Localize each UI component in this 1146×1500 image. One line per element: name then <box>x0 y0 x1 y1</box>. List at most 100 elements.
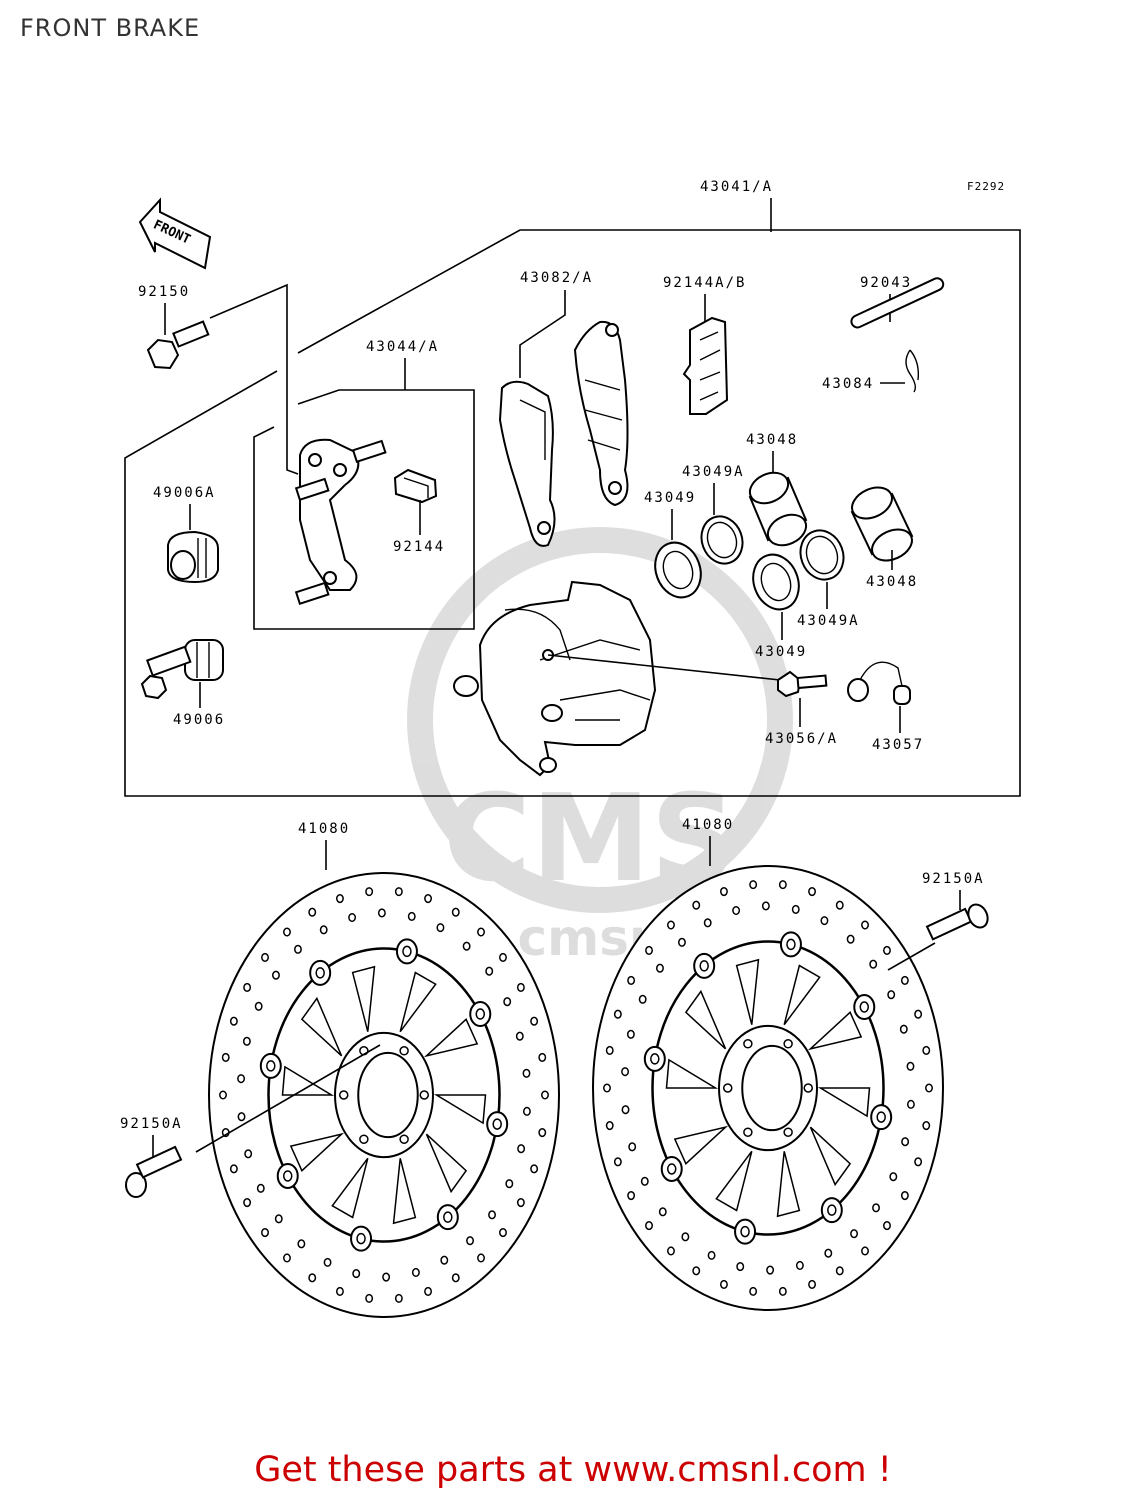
disc-hole <box>861 920 869 930</box>
disc-hub-bolt-hole <box>359 1134 369 1144</box>
seal-43049-bottom <box>752 553 800 611</box>
disc-hub-bolt-hole <box>743 1039 753 1049</box>
disc-hole <box>808 1279 817 1289</box>
r-clip-43084 <box>905 349 920 393</box>
disc-hole <box>261 952 269 962</box>
disc-hole <box>824 1248 833 1258</box>
disc-hole <box>791 904 800 914</box>
disc-hole <box>451 1273 460 1283</box>
disc-hole <box>887 990 896 1000</box>
disc-hole <box>424 1286 433 1296</box>
disc-hole <box>692 1266 701 1276</box>
disc-hole <box>503 997 512 1007</box>
disc-hole <box>603 1083 611 1093</box>
disc-hole <box>244 1149 253 1159</box>
leader-92150-to-bracket <box>209 283 299 475</box>
disc-hole <box>221 1052 230 1063</box>
disc-spoke <box>735 958 760 1025</box>
disc-spoke <box>425 1133 468 1194</box>
disc-hub-bolt-hole <box>399 1134 409 1144</box>
disc-spoke <box>809 1126 852 1187</box>
disc-hole <box>922 1120 931 1131</box>
disc-hole <box>638 994 647 1004</box>
disc-button <box>660 1155 683 1182</box>
disc-button <box>436 1204 459 1231</box>
label-43084: 43084 <box>822 376 874 392</box>
disc-hole <box>835 1266 844 1276</box>
watermark-text: CMS <box>443 770 737 909</box>
disc-hole <box>377 908 386 918</box>
leader-92150A-right <box>887 942 936 971</box>
disc-hole <box>394 887 403 897</box>
caliper-assembly-box <box>124 229 1021 797</box>
boot-49006A <box>167 530 219 584</box>
disc-hole <box>861 1246 869 1256</box>
disc-hole <box>667 1246 675 1256</box>
disc-hole <box>530 1164 539 1174</box>
pad-spring-92144AB <box>682 316 729 415</box>
ref-code: F2292 <box>967 180 1005 193</box>
disc-button-center <box>443 1211 453 1223</box>
label-43049-bottom: 43049 <box>755 644 807 660</box>
disc-button <box>395 938 418 965</box>
disc-hole <box>656 963 664 973</box>
label-41080-right: 41080 <box>682 817 734 833</box>
disc-inner-rim <box>267 947 501 1243</box>
disc-spoke <box>399 971 437 1033</box>
disc-bolt-92150A-left <box>125 1145 183 1198</box>
disc-hole <box>488 1210 496 1220</box>
brake-pad-left <box>498 380 556 547</box>
disc-hole <box>283 1253 291 1263</box>
disc-hub-bolt-hole <box>783 1039 793 1049</box>
label-43049A-bottom: 43049A <box>797 613 860 629</box>
disc-spoke <box>351 965 376 1032</box>
disc-button-center <box>740 1225 750 1238</box>
label-49006A: 49006A <box>153 485 216 501</box>
disc-hole <box>761 901 770 911</box>
disc-hole <box>900 1190 909 1201</box>
bleeder-cap-43057 <box>847 661 911 705</box>
page-title: FRONT BRAKE <box>20 14 201 42</box>
disc-hub <box>334 1031 434 1159</box>
disc-hole <box>505 1179 514 1189</box>
bracket-assembly-box <box>253 389 475 630</box>
disc-button-center <box>282 1170 293 1182</box>
label-92043: 92043 <box>860 275 912 291</box>
label-92144AB: 92144A/B <box>663 275 746 291</box>
disc-hole <box>766 1265 775 1275</box>
seal-43049-top <box>654 541 702 599</box>
disc-hole <box>499 1228 507 1238</box>
label-43057: 43057 <box>872 737 924 753</box>
label-92150A-right: 92150A <box>922 871 985 887</box>
parts-link[interactable]: Get these parts at www.cmsnl.com ! <box>254 1450 892 1490</box>
disc-hole <box>658 1207 667 1217</box>
disc-hole <box>732 905 741 916</box>
disc-hole <box>605 1045 614 1056</box>
disc-hole <box>640 1176 649 1186</box>
disc-hole <box>707 1250 716 1260</box>
disc-button <box>643 1045 666 1072</box>
disc-hole <box>922 1045 931 1056</box>
disc-hole <box>407 911 416 921</box>
disc-hole <box>515 1031 524 1041</box>
disc-hole <box>466 1236 474 1246</box>
label-49006: 49006 <box>173 712 225 728</box>
disc-hole <box>237 1112 246 1122</box>
caliper-body <box>453 580 657 777</box>
disc-hole <box>883 945 891 955</box>
disc-hole <box>846 934 855 944</box>
disc-hole <box>237 1074 246 1084</box>
disc-button <box>350 1225 373 1252</box>
disc-spoke <box>392 1158 417 1225</box>
disc-hub-bolt-hole <box>783 1127 793 1137</box>
brake-pad-right <box>573 320 629 507</box>
disc-button <box>259 1052 282 1079</box>
disc-button <box>309 959 332 986</box>
disc-hole <box>382 1272 391 1282</box>
disc-hole <box>256 1183 265 1193</box>
disc-hole <box>900 975 909 986</box>
disc-hub-bolt-hole <box>723 1083 733 1093</box>
disc-spoke <box>331 1157 369 1219</box>
label-92150A-left: 92150A <box>120 1116 183 1132</box>
leader-43082A <box>519 290 566 378</box>
